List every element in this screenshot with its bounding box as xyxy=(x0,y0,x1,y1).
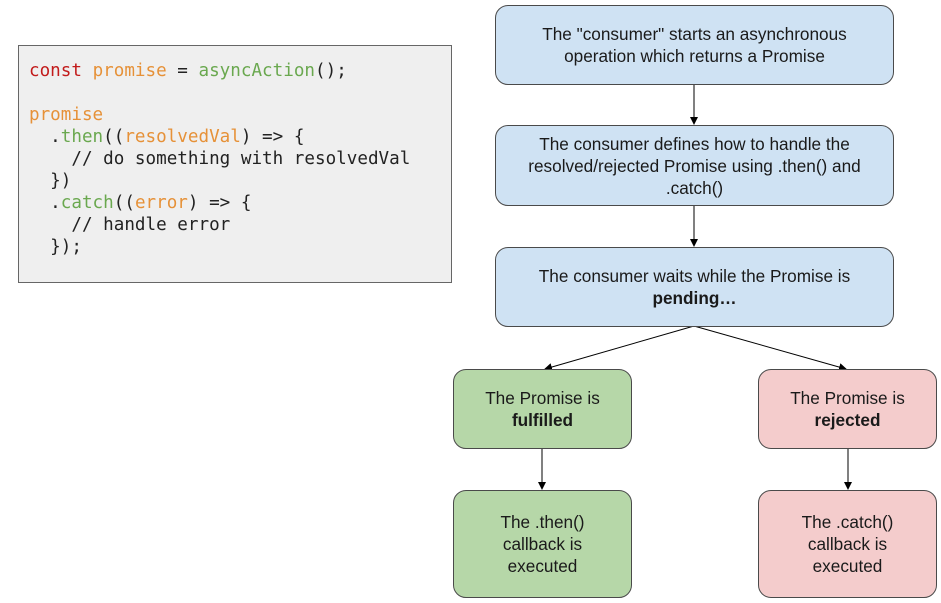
callback-text-line: executed xyxy=(507,556,578,576)
callback-text-line: executed xyxy=(812,556,883,576)
callback-text-line: callback is xyxy=(807,534,888,554)
code-variable-promise: promise xyxy=(92,61,167,81)
code-line-9: }); xyxy=(29,237,82,257)
then-callback-executed: The .then() callback is executed xyxy=(453,490,632,598)
state-text-line: The Promise is xyxy=(790,388,905,408)
rejected-label: rejected xyxy=(814,410,881,430)
code-line-3: promise xyxy=(29,105,103,125)
code-text: (( xyxy=(103,127,125,147)
code-line-7: .catch((error) => { xyxy=(29,193,251,213)
state-fulfilled: The Promise is fulfilled xyxy=(453,369,632,449)
step-starts-async-operation: The "consumer" starts an asynchronous op… xyxy=(495,5,894,85)
code-text: ) => { xyxy=(187,193,252,213)
code-text: . xyxy=(29,193,61,213)
code-snippet: const promise = asyncAction(); promise .… xyxy=(29,60,410,258)
code-variable-error: error xyxy=(134,193,188,213)
code-keyword-const: const xyxy=(29,61,82,81)
code-line-6: }) xyxy=(29,171,72,191)
code-line-4: .then((resolvedVal) => { xyxy=(29,127,304,147)
step-text-line: resolved/rejected Promise using .then() … xyxy=(528,155,861,176)
fulfilled-label: fulfilled xyxy=(511,410,574,430)
code-text: (( xyxy=(113,193,135,213)
callback-text-line: The .then() xyxy=(500,512,585,532)
step-define-handlers: The consumer defines how to handle the r… xyxy=(495,125,894,206)
code-variable-resolvedval: resolvedVal xyxy=(124,127,241,147)
step-text-line: operation which returns a Promise xyxy=(564,46,825,66)
step-text-line: .catch() xyxy=(665,177,724,198)
code-text: (); xyxy=(315,61,347,81)
state-rejected: The Promise is rejected xyxy=(758,369,937,449)
code-function-then: then xyxy=(60,127,104,147)
callback-text-line: The .catch() xyxy=(801,512,894,532)
step-text-line: The "consumer" starts an asynchronous xyxy=(542,24,847,44)
code-function-catch: catch xyxy=(60,193,114,213)
code-text: . xyxy=(29,127,61,147)
callback-text-line: callback is xyxy=(502,534,583,554)
code-line-8: // handle error xyxy=(29,215,231,235)
step-pending: The consumer waits while the Promise is … xyxy=(495,247,894,327)
code-text: = xyxy=(166,61,199,81)
step-text-line: The consumer defines how to handle the xyxy=(539,133,850,154)
arrow-step3-to-fulfilled xyxy=(544,325,695,371)
code-text: ) => { xyxy=(240,127,305,147)
catch-callback-executed: The .catch() callback is executed xyxy=(758,490,937,598)
arrow-step3-to-rejected xyxy=(693,325,847,371)
code-variable-promise: promise xyxy=(29,105,104,125)
code-line-1: const promise = asyncAction(); xyxy=(29,61,347,81)
code-function-asyncaction: asyncAction xyxy=(198,61,316,81)
step-text-line: The consumer waits while the Promise is xyxy=(538,266,851,286)
code-line-5: // do something with resolvedVal xyxy=(29,149,411,169)
code-panel: const promise = asyncAction(); promise .… xyxy=(18,45,452,283)
state-text-line: The Promise is xyxy=(485,388,600,408)
pending-label: pending… xyxy=(652,288,737,308)
